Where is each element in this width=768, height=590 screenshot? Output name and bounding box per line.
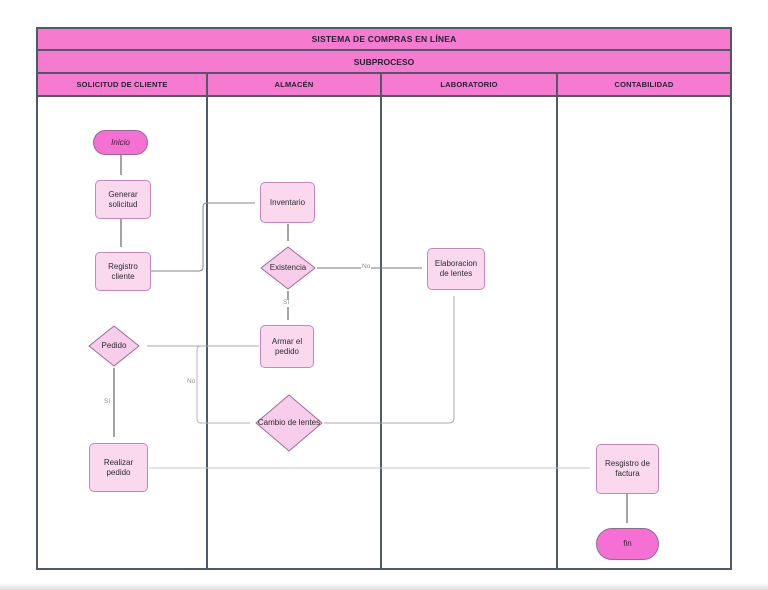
node-armar-el-pedido: Armar el pedido — [260, 325, 314, 368]
edge-label-existencia-no: No — [361, 263, 372, 271]
lane-label: LABORATORIO — [440, 80, 498, 89]
node-label: Realizar pedido — [103, 457, 134, 477]
window-bottom-edge — [0, 583, 768, 590]
node-label: Elaboracion de lentes — [434, 259, 478, 278]
edge-label-pedido-no: No — [186, 378, 197, 386]
node-label: Registro cliente — [108, 261, 138, 281]
node-pedido-decision: Pedido — [88, 325, 140, 367]
node-label: Inicio — [111, 137, 130, 147]
lane-column-laboratorio — [382, 97, 558, 568]
lane-label: SOLICITUD DE CLIENTE — [76, 80, 168, 89]
node-cambio-de-lentes-decision: Cambio de lentes — [255, 394, 323, 452]
node-generar-solicitud: Generar solicitud — [95, 180, 151, 219]
node-label: Pedido — [101, 341, 127, 351]
node-label: Armar el pedido — [271, 336, 303, 356]
lane-header-solicitud-de-cliente: SOLICITUD DE CLIENTE — [38, 74, 208, 95]
node-label: Generar solicitud — [108, 189, 138, 209]
node-realizar-pedido: Realizar pedido — [89, 443, 148, 492]
node-label: Inventario — [269, 197, 306, 207]
node-inventario: Inventario — [260, 182, 315, 223]
lane-header-contabilidad: CONTABILIDAD — [558, 74, 730, 95]
node-inicio-terminator: Inicio — [93, 130, 148, 155]
node-label: fin — [623, 539, 632, 549]
diagram-title: SISTEMA DE COMPRAS EN LÍNEA — [311, 34, 457, 44]
lane-column-contabilidad — [558, 97, 730, 568]
diagram-subtitle: SUBPROCESO — [353, 56, 415, 67]
diamond-shape — [260, 246, 316, 290]
lane-header-almacen: ALMACÉN — [208, 74, 382, 95]
diagram-subtitle-band: SUBPROCESO — [38, 51, 730, 74]
node-label: Resgistro de factura — [605, 459, 650, 478]
node-label: Cambio de lentes — [257, 418, 321, 428]
node-registro-cliente: Registro cliente — [95, 252, 151, 291]
diagram-title-band: SISTEMA DE COMPRAS EN LÍNEA — [38, 29, 730, 51]
diamond-shape — [88, 325, 140, 367]
lane-header-laboratorio: LABORATORIO — [382, 74, 558, 95]
lane-header-row: SOLICITUD DE CLIENTE ALMACÉN LABORATORIO… — [38, 74, 730, 97]
node-fin-terminator: fin — [596, 528, 659, 560]
lane-label: ALMACÉN — [274, 80, 314, 89]
node-existencia-decision: Existencia — [260, 246, 316, 290]
node-elaboracion-de-lentes: Elaboracion de lentes — [427, 248, 485, 290]
node-resgistro-de-factura: Resgistro de factura — [596, 444, 659, 494]
edge-label-existencia-si: Sí — [282, 299, 291, 307]
node-label: Existencia — [269, 263, 307, 273]
diamond-shape — [255, 394, 323, 452]
lane-column-solicitud-de-cliente — [38, 97, 208, 568]
edge-label-pedido-si: Sí — [103, 398, 112, 406]
lane-label: CONTABILIDAD — [614, 80, 674, 89]
lane-body — [38, 97, 730, 568]
